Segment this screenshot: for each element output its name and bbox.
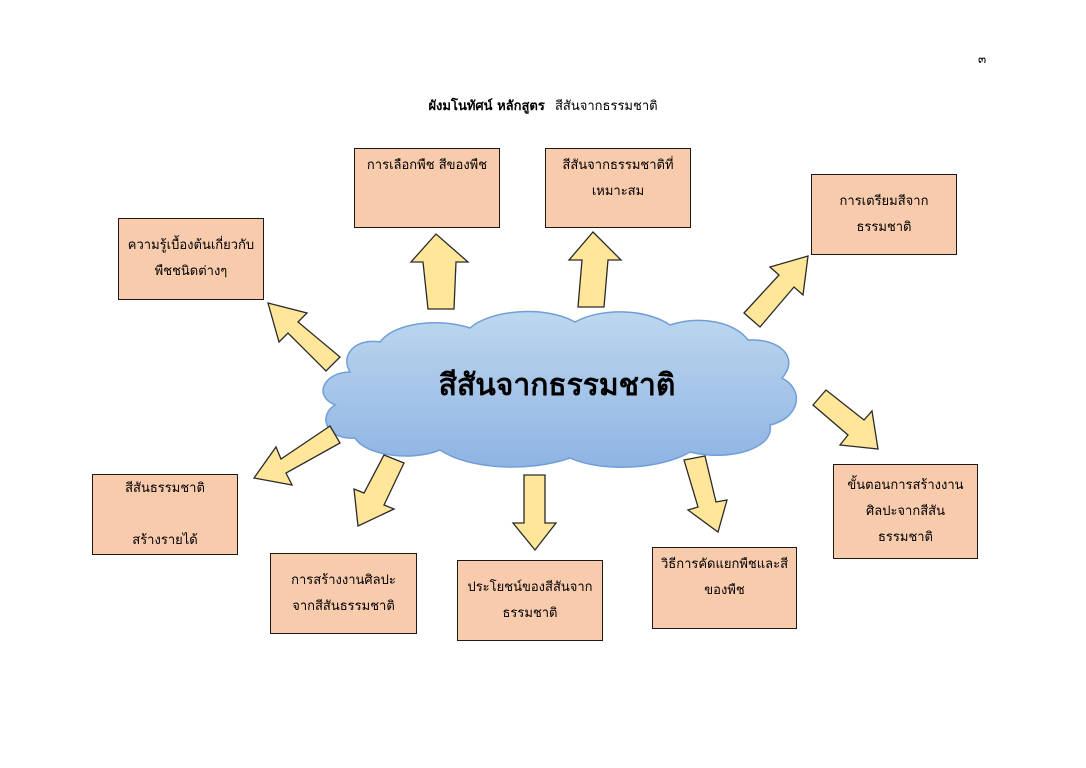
box-prepare-colors: การเตรียมสีจาก ธรรมชาติ bbox=[811, 174, 957, 255]
box-plant-selection-text: การเลือกพืช สีของพืช bbox=[366, 158, 488, 173]
box-suitable-colors: สีสันจากธรรมชาติที่ เหมาะสม bbox=[545, 148, 691, 228]
box-prepare-colors-text: การเตรียมสีจาก ธรรมชาติ bbox=[839, 193, 929, 235]
arrow-art-steps bbox=[812, 389, 879, 450]
box-art-steps-text: ขั้นตอนการสร้างงาน ศิลปะจากสีสัน ธรรมชาต… bbox=[847, 477, 964, 545]
box-suitable-colors-text: สีสันจากธรรมชาติที่ เหมาะสม bbox=[562, 158, 674, 199]
title-prefix: ผังมโนทัศน์ หลักสูตร bbox=[428, 99, 545, 114]
box-income-text: สีสันธรรมชาติ สร้างรายได้ bbox=[125, 480, 205, 548]
box-plant-knowledge-text: ความรู้เบื้องต้นเกี่ยวกับ พืชชนิดต่างๆ bbox=[127, 238, 255, 279]
box-income: สีสันธรรมชาติ สร้างรายได้ bbox=[92, 474, 238, 555]
box-plant-selection: การเลือกพืช สีของพืช bbox=[354, 148, 500, 228]
page-title: ผังมโนทัศน์ หลักสูตร สีสันจากธรรมชาติ bbox=[0, 95, 1086, 116]
box-create-art: การสร้างงานศิลปะ จากสีสันธรรมชาติ bbox=[270, 553, 417, 634]
center-topic: สีสันจากธรรมชาติ bbox=[438, 368, 676, 403]
arrow-income bbox=[252, 425, 341, 486]
arrow-plant-selection bbox=[409, 233, 470, 310]
box-separation-text: วิธีการคัดแยกพืชและสี ของพืช bbox=[660, 557, 789, 598]
box-create-art-text: การสร้างงานศิลปะ จากสีสันธรรมชาติ bbox=[291, 572, 396, 614]
box-plant-knowledge: ความรู้เบื้องต้นเกี่ยวกับ พืชชนิดต่างๆ bbox=[118, 218, 264, 300]
arrow-suitable-colors bbox=[567, 231, 623, 308]
arrow-create-art bbox=[353, 454, 405, 527]
box-separation: วิธีการคัดแยกพืชและสี ของพืช bbox=[652, 547, 797, 629]
box-art-steps: ขั้นตอนการสร้างงาน ศิลปะจากสีสัน ธรรมชาต… bbox=[833, 464, 978, 559]
arrow-prepare-colors bbox=[743, 255, 809, 328]
arrow-benefits bbox=[511, 474, 558, 552]
box-benefits: ประโยชน์ของสีสันจาก ธรรมชาติ bbox=[457, 560, 603, 641]
title-name: สีสันจากธรรมชาติ bbox=[554, 99, 658, 114]
arrow-plant-knowledge bbox=[267, 302, 341, 372]
box-benefits-text: ประโยชน์ของสีสันจาก ธรรมชาติ bbox=[467, 579, 593, 621]
page-number: ๓ bbox=[978, 52, 987, 66]
center-cloud bbox=[322, 310, 798, 468]
arrow-separation bbox=[683, 455, 728, 534]
